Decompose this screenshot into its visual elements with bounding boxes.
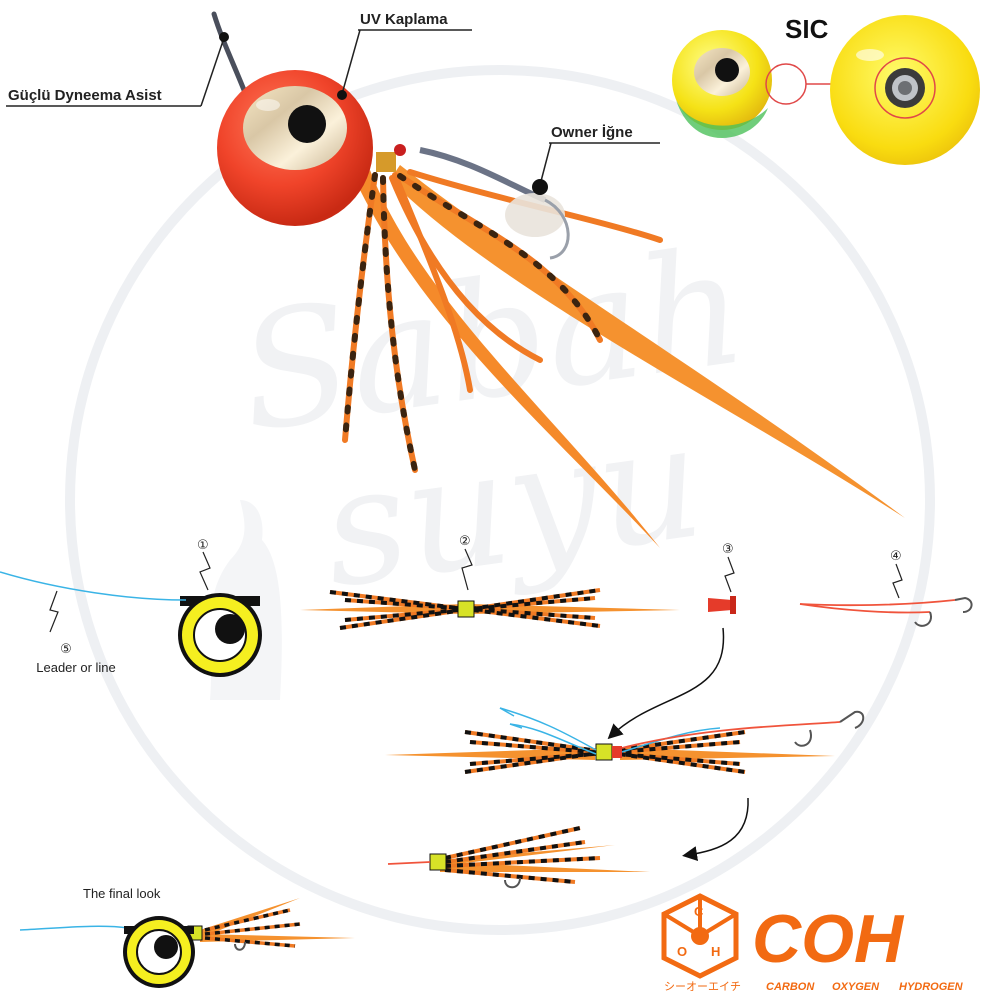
step-5-pointer bbox=[49, 590, 59, 633]
logo-letter-o: O bbox=[677, 944, 687, 959]
step-4-hook-2 bbox=[914, 611, 932, 627]
yellow-head-green-tint bbox=[676, 100, 768, 138]
yellow-head-pupil bbox=[715, 58, 739, 82]
brand-carbon: CARBON bbox=[766, 981, 815, 993]
brand-oxygen: OXYGEN bbox=[832, 981, 880, 993]
head-bead bbox=[394, 144, 406, 156]
assembly-stopper bbox=[612, 746, 622, 758]
folded-strand-spots bbox=[444, 826, 601, 884]
step-3-stopper bbox=[708, 598, 732, 612]
callout-uv-leader bbox=[341, 29, 361, 95]
assembly-hook-1 bbox=[839, 710, 865, 729]
hook-loop bbox=[505, 193, 565, 237]
step-4-pointer bbox=[892, 563, 903, 599]
dyneema-string bbox=[211, 11, 249, 98]
callout-uv-text: UV Kaplama bbox=[360, 11, 448, 28]
step-4-hook-1 bbox=[954, 596, 973, 613]
step-1-pointer bbox=[199, 551, 211, 591]
head-collar bbox=[376, 152, 396, 172]
lure-photo bbox=[211, 11, 905, 548]
head-highlight bbox=[256, 99, 280, 111]
assembly-assist-line bbox=[621, 721, 841, 749]
step-2-number: ② bbox=[459, 534, 471, 549]
step-4-assist-line-2 bbox=[799, 603, 931, 614]
final-strand-spots bbox=[204, 908, 301, 948]
callout-dyneema: Güçlü Dyneema Asist bbox=[6, 32, 229, 107]
eye-pupil bbox=[288, 105, 326, 143]
sic-zoom-ring bbox=[874, 57, 936, 119]
final-pupil bbox=[154, 935, 178, 959]
coh-brand: C O H COH シーオーエイチ CARBON OXYGEN HYDROGEN bbox=[661, 893, 964, 993]
final-leader-line bbox=[19, 925, 129, 931]
step-4-assist-line bbox=[799, 599, 956, 607]
folded-tail-2 bbox=[440, 845, 615, 866]
sic-label: SIC bbox=[785, 14, 829, 44]
logo-letter-h: H bbox=[711, 944, 720, 959]
step-5-number: ⑤ bbox=[60, 642, 72, 657]
step-3-stopper-cap bbox=[730, 596, 736, 614]
sic-highlight-ring bbox=[765, 63, 807, 105]
step-4-number: ④ bbox=[890, 549, 902, 564]
logo-letter-c: C bbox=[694, 904, 704, 919]
final-look-caption: The final look bbox=[83, 886, 161, 901]
assembly-leader-arrows bbox=[499, 707, 523, 729]
folded-assist-line bbox=[387, 861, 431, 865]
callout-owner-leader bbox=[539, 142, 552, 186]
folded-collar bbox=[429, 853, 447, 871]
callout-owner-dot bbox=[532, 179, 548, 195]
folded-hook bbox=[504, 877, 521, 889]
assembly-diagram: ① ⑤ Leader or line ② ③ bbox=[0, 534, 973, 988]
assembly-arrow-2 bbox=[682, 797, 749, 862]
assembly-hook-2 bbox=[794, 729, 812, 747]
leader-caption: Leader or line bbox=[36, 660, 116, 675]
assembly-collar bbox=[595, 743, 613, 761]
final-hook bbox=[234, 941, 246, 951]
watermark-ring bbox=[65, 65, 935, 935]
brand-name: COH bbox=[752, 901, 905, 977]
step-1-pupil bbox=[215, 614, 245, 644]
step-3-pointer bbox=[724, 556, 735, 593]
sic-detail: SIC bbox=[672, 14, 980, 165]
step-3-number: ③ bbox=[722, 542, 734, 557]
skirt-strand-spots bbox=[342, 172, 603, 473]
callout-dyneema-leader bbox=[200, 37, 225, 107]
hook-shank bbox=[544, 198, 570, 260]
callout-dyneema-text: Güçlü Dyneema Asist bbox=[8, 87, 162, 104]
step-1-number: ① bbox=[197, 538, 209, 553]
callout-owner: Owner İğne bbox=[532, 124, 660, 195]
step-2-collar bbox=[457, 600, 475, 618]
step-5-leader-line bbox=[0, 571, 187, 601]
step-2-pointer bbox=[461, 548, 473, 591]
sic-ring-hole bbox=[898, 81, 912, 95]
callout-owner-text: Owner İğne bbox=[551, 124, 633, 141]
callout-uv: UV Kaplama bbox=[337, 11, 472, 100]
brand-kana: シーオーエイチ bbox=[664, 980, 741, 993]
coh-logo-icon: C O H bbox=[661, 893, 739, 979]
callout-uv-dot bbox=[337, 90, 347, 100]
sic-zoom-highlight bbox=[856, 49, 884, 61]
callout-dyneema-dot bbox=[219, 32, 229, 42]
assembly-arrow-1 bbox=[607, 627, 725, 740]
brand-hydrogen: HYDROGEN bbox=[899, 981, 964, 993]
